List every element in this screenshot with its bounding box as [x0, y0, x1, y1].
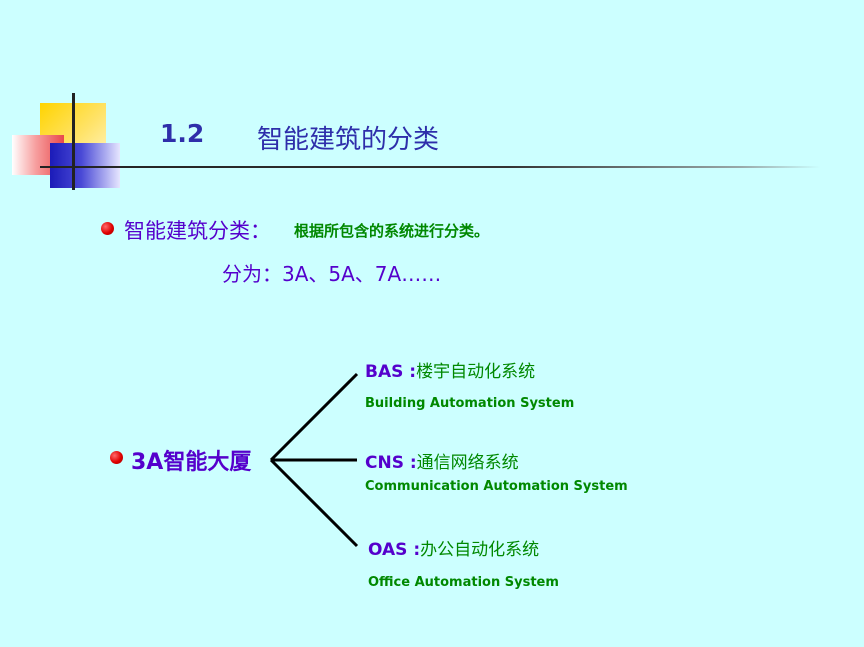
branch-oas-en: Office Automation System: [368, 575, 559, 590]
branch-cns: CNS :通信网络系统: [365, 448, 519, 473]
branch-separator: :: [407, 540, 421, 560]
branch-cn-name: 楼宇自动化系统: [416, 362, 536, 382]
classification-types: 分为：3A、5A、7A……: [222, 262, 442, 286]
title-underline: [40, 166, 820, 168]
classification-label: 智能建筑分类：: [124, 219, 271, 243]
branch-line-oas: [269, 458, 359, 548]
branch-separator: :: [403, 362, 417, 382]
section-number: 1.2: [160, 119, 205, 148]
branch-cns-en: Communication Automation System: [365, 479, 628, 494]
branch-cn-name: 办公自动化系统: [420, 540, 540, 560]
classification-note: 根据所包含的系统进行分类。: [294, 222, 490, 240]
branch-code: CNS: [365, 453, 404, 473]
diagram-root-label: 3A智能大厦: [131, 450, 252, 475]
bullet-dot-icon: [101, 222, 114, 235]
decor-vertical-line: [72, 93, 75, 190]
page-title: 智能建筑的分类: [257, 125, 440, 155]
decor-blue-square: [50, 143, 120, 188]
branch-line-bas: [269, 372, 359, 462]
branch-bas-en: Building Automation System: [365, 396, 575, 411]
bullet-dot-icon: [110, 451, 123, 464]
branch-code: OAS: [368, 540, 408, 560]
branch-separator: :: [403, 453, 417, 473]
branch-bas: BAS :楼宇自动化系统: [365, 357, 535, 382]
branch-oas: OAS :办公自动化系统: [368, 535, 539, 560]
branch-cn-name: 通信网络系统: [416, 453, 519, 473]
branch-code: BAS: [365, 362, 404, 382]
